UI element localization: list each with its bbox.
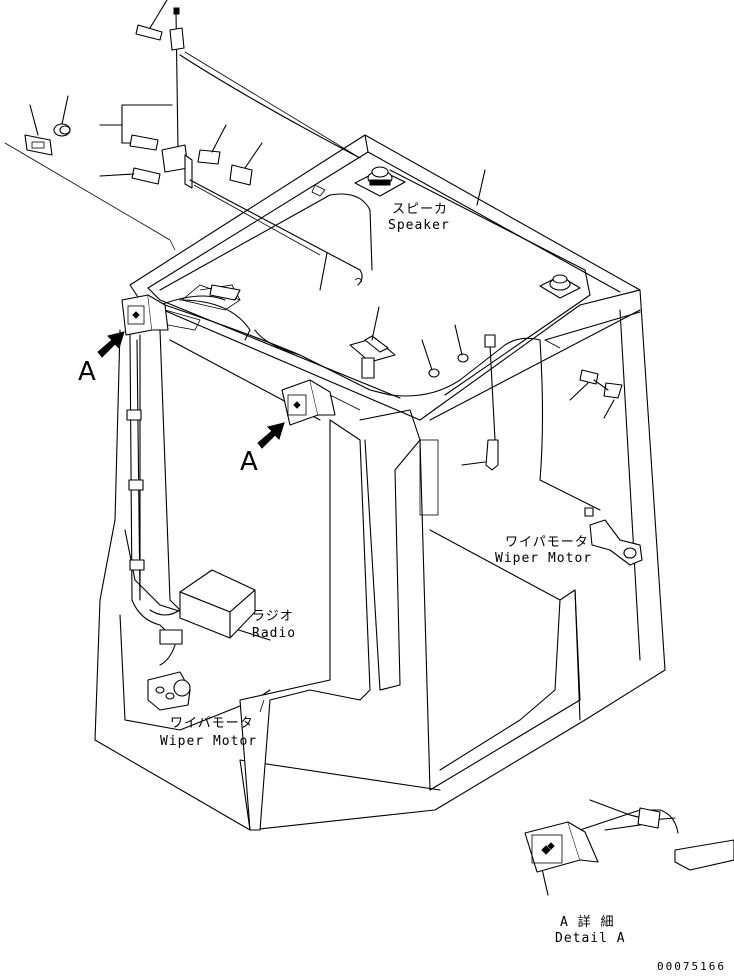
roof-harness xyxy=(149,284,601,511)
speaker-rear xyxy=(539,274,581,299)
guide-lines xyxy=(4,51,561,349)
pillar-harness xyxy=(126,334,183,666)
label-view-a-center: A xyxy=(240,447,258,477)
speaker-front xyxy=(354,166,406,197)
detail-a-inset xyxy=(524,799,734,873)
label-detail-a-en: Detail A xyxy=(555,931,626,946)
label-speaker-en: Speaker xyxy=(388,218,450,233)
antenna-bracket xyxy=(24,7,363,286)
view-arrow-icon xyxy=(97,331,125,358)
label-detail-a-jp: A 詳 細 xyxy=(560,914,614,930)
view-arrow-icon xyxy=(257,422,285,449)
label-wiper-motor-left-en: Wiper Motor xyxy=(160,734,257,749)
label-radio-jp: ラジオ xyxy=(252,609,294,624)
bolts-right xyxy=(579,369,623,399)
label-radio-en: Radio xyxy=(252,626,296,641)
lamp-symbol-icon xyxy=(541,842,555,855)
label-speaker-jp: スピーカ xyxy=(392,202,448,217)
label-wiper-motor-right-en: Wiper Motor xyxy=(495,551,592,566)
label-view-a-left: A xyxy=(78,357,96,387)
label-wiper-motor-right-jp: ワイパモータ xyxy=(505,535,589,550)
roof-clips xyxy=(209,184,499,471)
cab-body xyxy=(94,134,666,831)
lamp-center xyxy=(281,379,361,426)
drawing-id: 00075166 xyxy=(657,960,726,973)
labels: スピーカ Speaker ワイパモータ Wiper Motor ラジオ Radi… xyxy=(78,202,726,973)
lamp-left xyxy=(121,294,201,336)
leader-lines xyxy=(29,0,615,896)
radio-unit xyxy=(149,569,256,639)
wiper-motor-left xyxy=(147,671,191,711)
label-wiper-motor-left-jp: ワイパモータ xyxy=(170,716,254,731)
wiper-motor-right xyxy=(584,507,643,566)
